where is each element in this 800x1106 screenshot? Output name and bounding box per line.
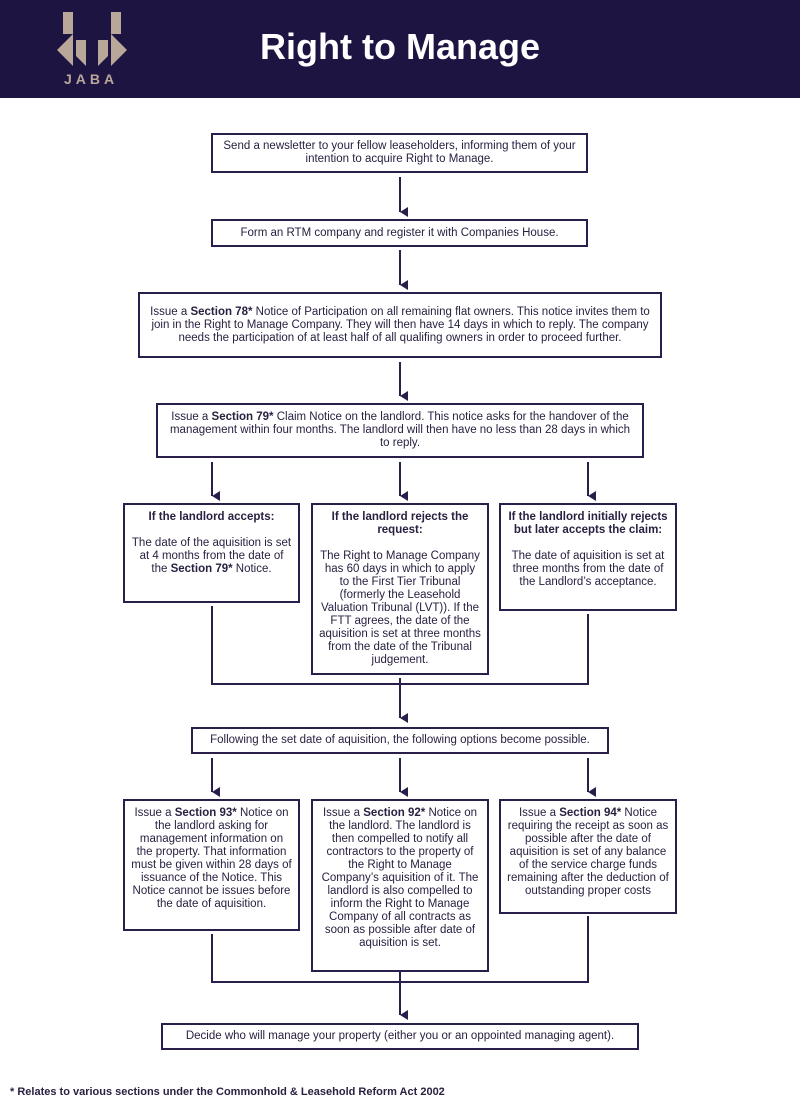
landlord-accepts-outcome: If the landlord accepts: The date of the… xyxy=(123,503,300,603)
form-company-step: Form an RTM company and register it with… xyxy=(211,219,588,247)
accepts-section-79-label: Section 79* xyxy=(170,563,233,575)
landlord-rejects-outcome: If the landlord rejects the request: The… xyxy=(311,503,489,675)
landlord-rejects-heading: If the landlord rejects the request: xyxy=(331,511,469,536)
footnote: * Relates to various sections under the … xyxy=(10,1086,445,1098)
header-bar: JABA Right to Manage xyxy=(0,0,800,98)
newsletter-step: Send a newsletter to your fellow leaseho… xyxy=(211,133,588,173)
section-79-text: Issue a Section 79* Claim Notice on the … xyxy=(169,411,631,449)
jaba-logo-icon xyxy=(57,12,127,66)
section-79-label: Section 79* xyxy=(211,411,274,423)
landlord-later-accepts-heading: If the landlord initially rejects but la… xyxy=(508,511,668,536)
newsletter-text: Send a newsletter to your fellow leaseho… xyxy=(223,140,576,165)
logo-text: JABA xyxy=(63,71,119,87)
page-title: Right to Manage xyxy=(260,26,540,67)
decide-manager-text: Decide who will manage your property (ei… xyxy=(185,1030,615,1042)
following-options-step: Following the set date of aquisition, th… xyxy=(191,727,609,754)
section-92-option: Issue a Section 92* Notice on the landlo… xyxy=(311,799,489,972)
section-93-option: Issue a Section 93* Notice on the landlo… xyxy=(123,799,300,931)
section-92-text: Issue a Section 92* Notice on the landlo… xyxy=(321,807,479,949)
section-94-label: Section 94* xyxy=(559,807,622,819)
section-78-step: Issue a Section 78* Notice of Participat… xyxy=(138,292,662,358)
following-options-text: Following the set date of aquisition, th… xyxy=(210,734,590,746)
section-79-step: Issue a Section 79* Claim Notice on the … xyxy=(156,403,644,458)
landlord-accepts-text: The date of the aquisition is set at 4 m… xyxy=(131,537,292,575)
section-78-label: Section 78* xyxy=(190,305,253,318)
section-93-text: Issue a Section 93* Notice on the landlo… xyxy=(131,807,292,910)
section-93-label: Section 93* xyxy=(174,807,237,819)
form-company-text: Form an RTM company and register it with… xyxy=(240,226,559,239)
section-78-text: Issue a Section 78* Notice of Participat… xyxy=(150,305,650,344)
landlord-later-accepts-text: The date of aquisition is set at three m… xyxy=(511,550,665,588)
section-94-option: Issue a Section 94* Notice requiring the… xyxy=(499,799,677,914)
section-94-text: Issue a Section 94* Notice requiring the… xyxy=(507,807,669,897)
decide-manager-step: Decide who will manage your property (ei… xyxy=(161,1023,639,1050)
landlord-rejects-text: The Right to Manage Company has 60 days … xyxy=(319,550,481,666)
landlord-later-accepts-outcome: If the landlord initially rejects but la… xyxy=(499,503,677,611)
landlord-accepts-heading: If the landlord accepts: xyxy=(148,511,275,523)
section-92-label: Section 92* xyxy=(363,807,426,819)
